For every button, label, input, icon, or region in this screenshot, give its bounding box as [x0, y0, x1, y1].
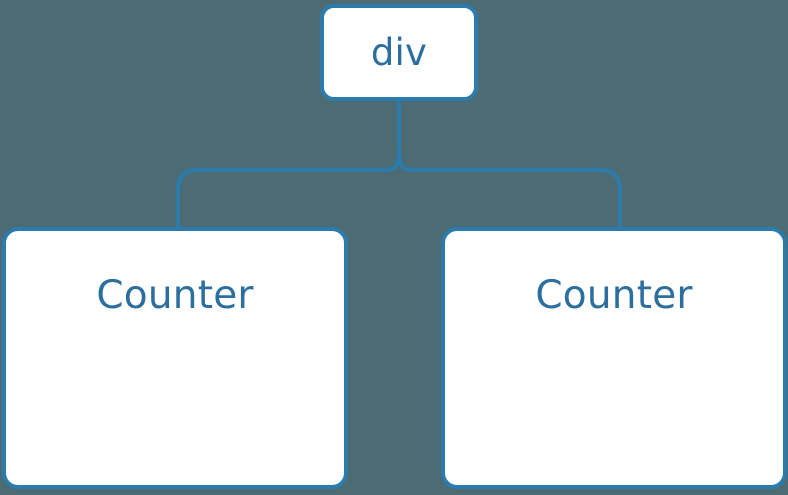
node-counter-left[interactable]: Counter count 0 [2, 227, 348, 489]
node-counter-right-label: Counter [535, 273, 693, 318]
node-counter-left-label: Counter [96, 273, 254, 318]
node-root-div[interactable]: div [320, 4, 478, 101]
node-root-label: div [370, 31, 428, 74]
edge-root-to-child-left [176, 147, 401, 229]
node-counter-right[interactable]: Counter count 0 [441, 227, 787, 489]
edge-root-to-child-right [397, 147, 622, 229]
